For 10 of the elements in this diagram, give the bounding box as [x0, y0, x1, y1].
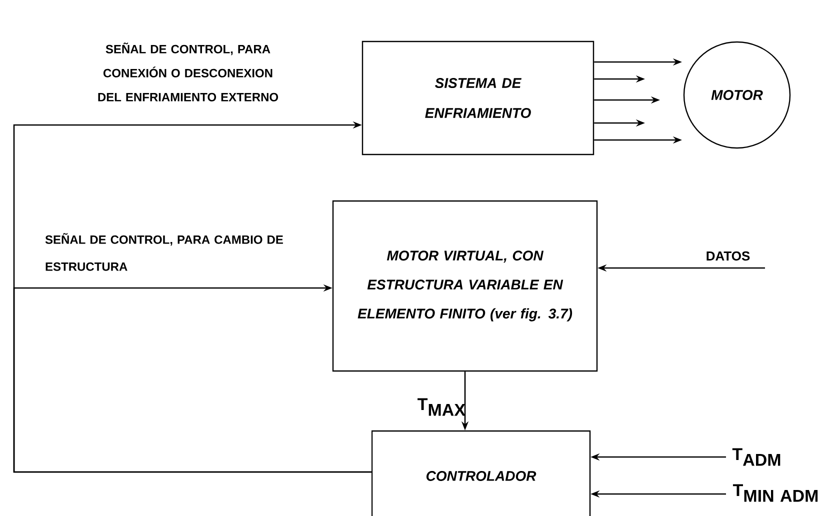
input-label: $\textbf{T}_{\textbf{MIN ADM}}$: [732, 484, 818, 502]
process-box: CONTROLADOR: [371, 430, 591, 516]
edge-label: $\textbf{T}_{\textbf{MAX}}$: [418, 398, 466, 416]
process-box: SISTEMA DE ENFRIAMIENTO: [362, 40, 594, 156]
input-label: DATOS: [706, 251, 750, 261]
process-box: MOTOR VIRTUAL, CON ESTRUCTURA VARIABLE EN ELEMENTO FINITO (ver fig. 3.7): [332, 200, 598, 372]
edge-label: SEÑAL DE CONTROL, PARA CONEXIÓN O DESCONEXION DEL ENFRIAMIENTO EXTERNO: [98, 42, 278, 102]
edge-label: SEÑAL DE CONTROL, PARA CAMBIO DE ESTRUCTURA: [45, 233, 283, 271]
arrow: [13, 284, 372, 473]
input-label: $\textbf{T}_{\textbf{ADM}}$: [732, 448, 780, 466]
